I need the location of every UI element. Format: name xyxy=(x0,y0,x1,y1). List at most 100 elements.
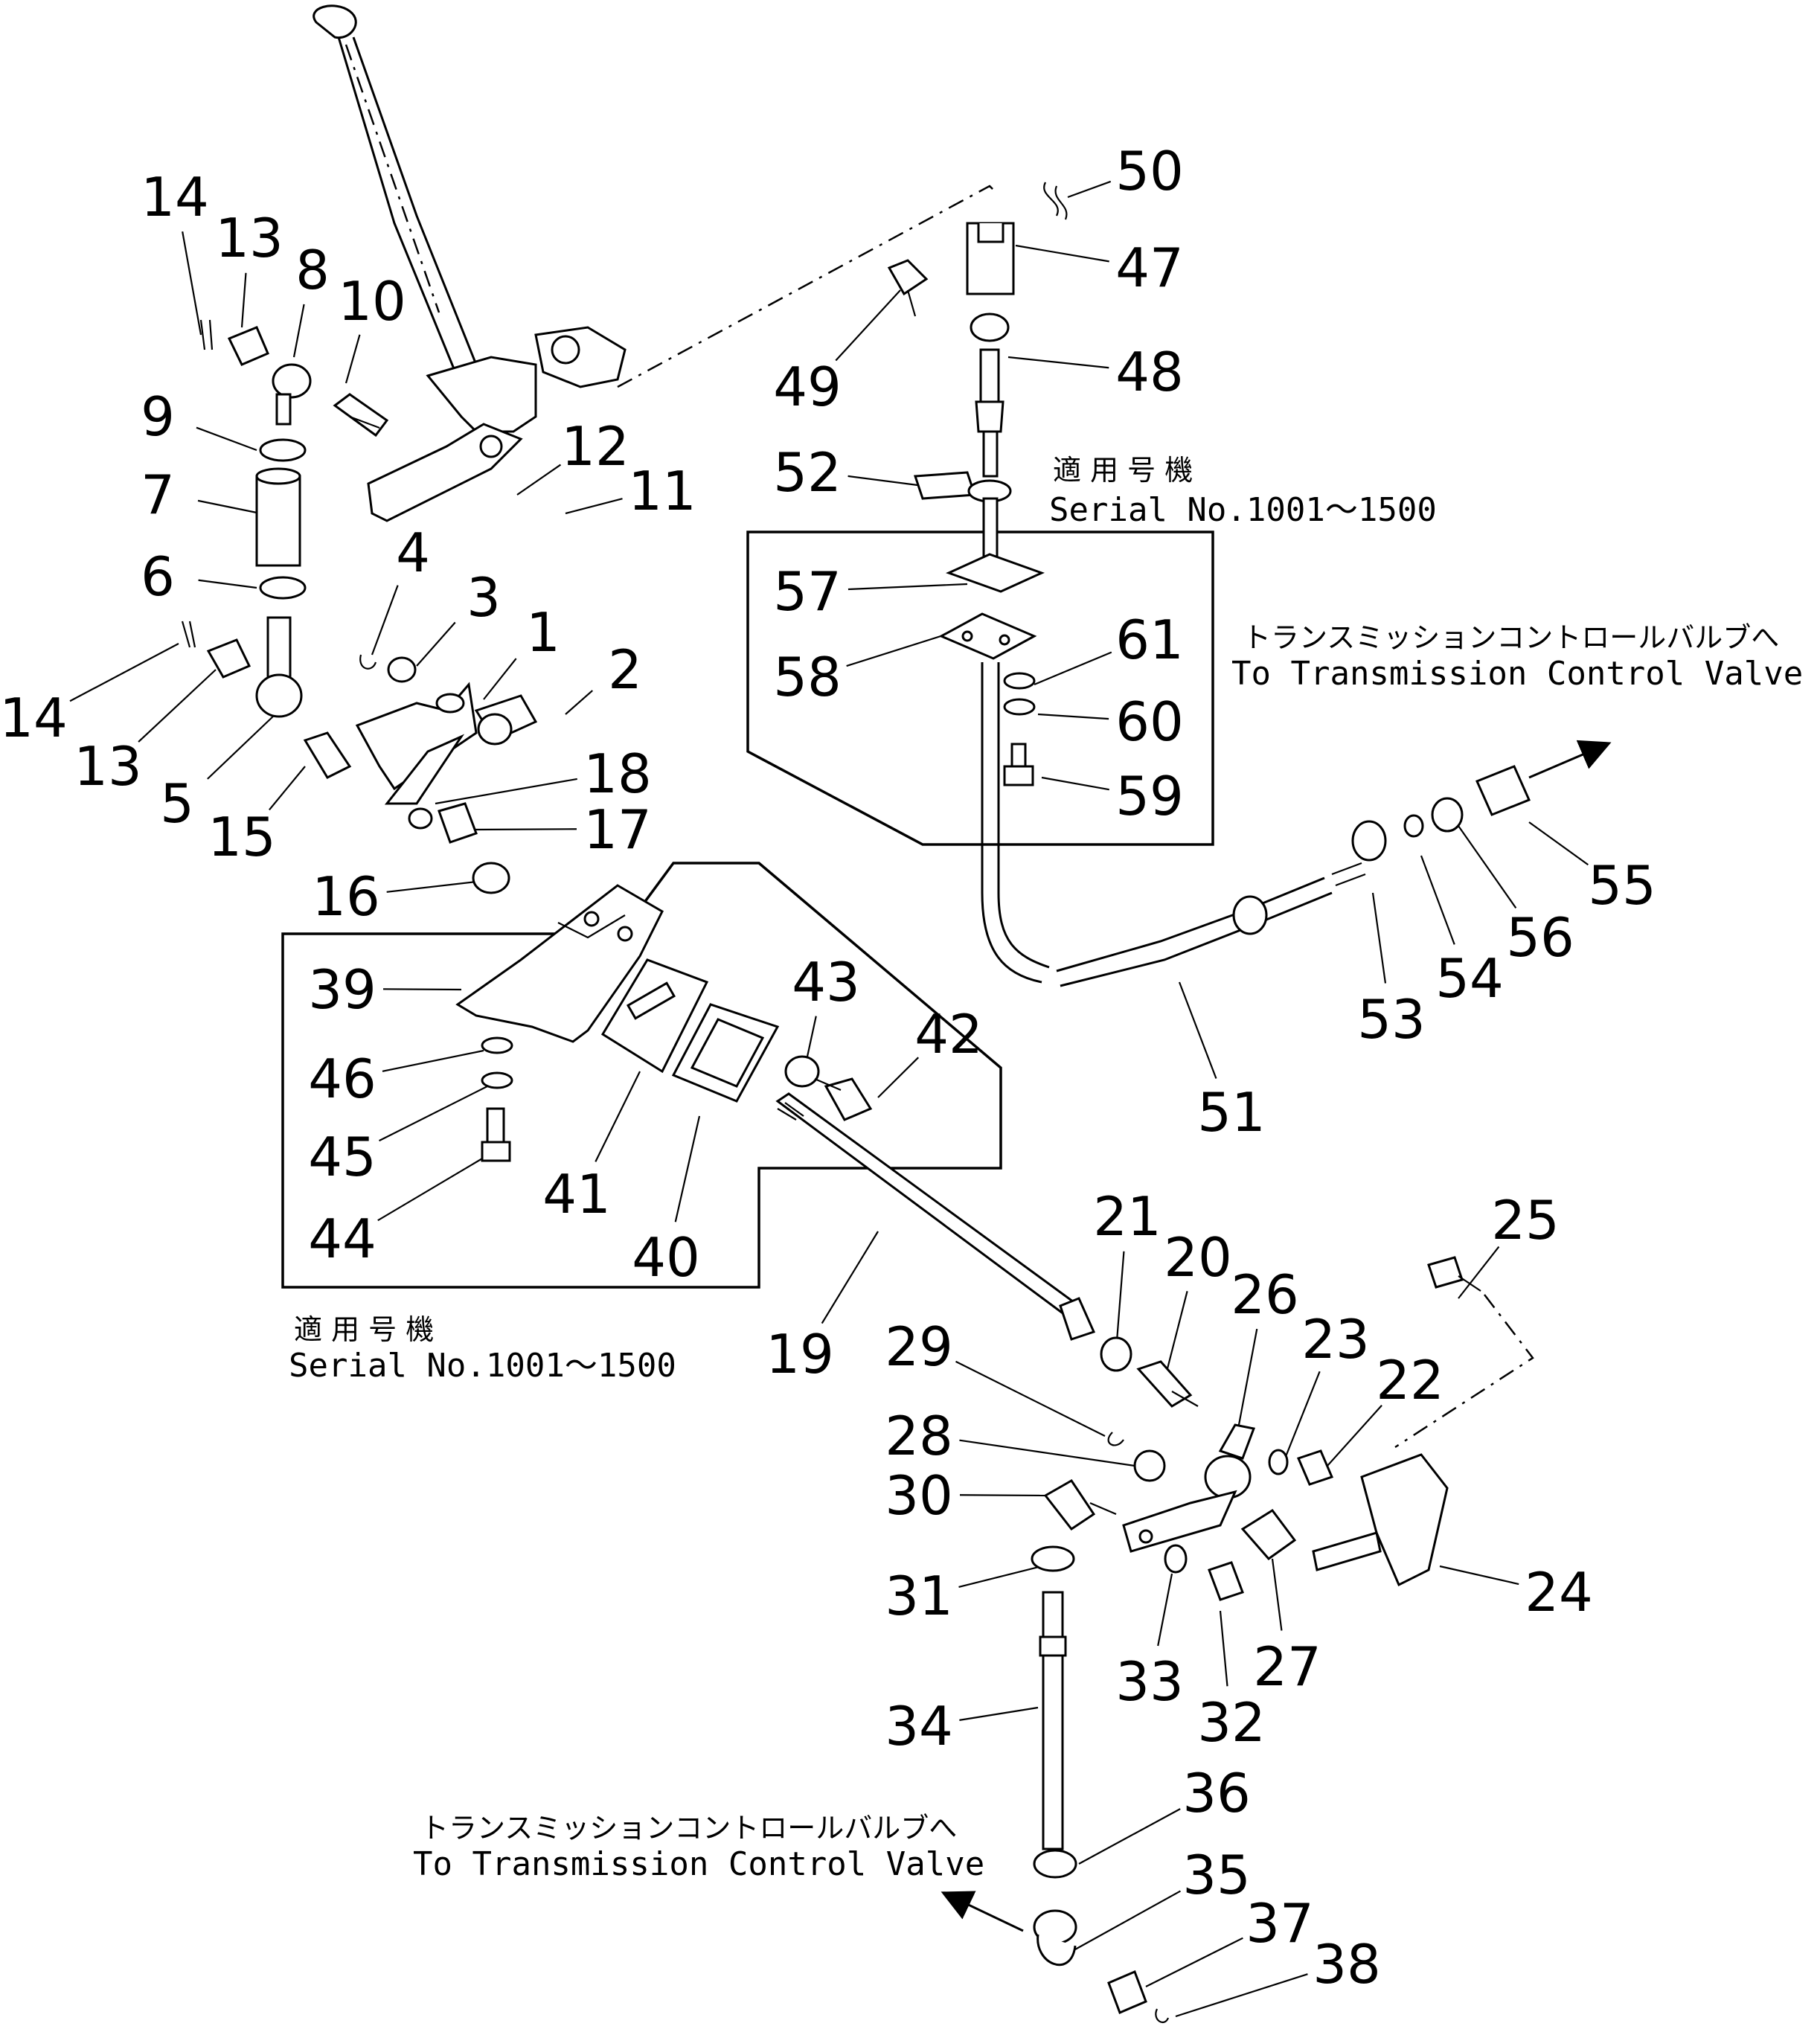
leader-p24 xyxy=(1439,1565,1519,1586)
callout-p9: 9 xyxy=(141,385,175,448)
callout-p59: 59 xyxy=(1115,765,1184,827)
callout-p39: 39 xyxy=(308,958,377,1021)
leader-p47 xyxy=(1015,244,1109,263)
callout-p58: 58 xyxy=(773,646,842,708)
leader-p56 xyxy=(1458,825,1517,909)
leader-p11 xyxy=(565,498,623,515)
callout-p55: 55 xyxy=(1588,854,1656,917)
leader-p40 xyxy=(674,1115,701,1222)
callout-p45: 45 xyxy=(308,1126,377,1188)
leader-p30 xyxy=(959,1494,1046,1497)
leader-p31 xyxy=(958,1565,1042,1589)
callout-p56: 56 xyxy=(1506,906,1574,969)
callout-p44: 44 xyxy=(308,1208,377,1270)
callout-p50: 50 xyxy=(1115,140,1184,202)
callout-p41: 41 xyxy=(542,1163,611,1225)
rod-19 xyxy=(775,1092,1096,1341)
leader-p8 xyxy=(292,304,305,358)
leader-p14a xyxy=(182,231,202,336)
callout-p42: 42 xyxy=(914,1003,983,1065)
callout-p7: 7 xyxy=(141,464,175,526)
callout-p49: 49 xyxy=(773,356,842,418)
cover-plate-parts xyxy=(455,884,873,1162)
callout-p4: 4 xyxy=(396,522,430,584)
cable-head-parts xyxy=(887,182,1068,786)
callout-p11: 11 xyxy=(628,460,696,522)
leader-p53 xyxy=(1371,892,1387,984)
leader-p49 xyxy=(835,289,901,362)
leader-p26 xyxy=(1237,1328,1258,1426)
callout-p10: 10 xyxy=(338,270,406,333)
leader-p6 xyxy=(198,579,257,589)
callout-p38: 38 xyxy=(1313,1933,1381,1996)
callout-p24: 24 xyxy=(1525,1561,1593,1624)
leader-p27 xyxy=(1271,1558,1283,1631)
leader-lines xyxy=(69,180,1589,2018)
leader-p1 xyxy=(483,658,517,700)
leader-p10 xyxy=(345,334,361,384)
leader-p18 xyxy=(435,778,577,805)
leader-p57 xyxy=(847,583,968,591)
callout-p27: 27 xyxy=(1253,1635,1321,1698)
callout-p26: 26 xyxy=(1231,1263,1299,1326)
leader-p5 xyxy=(207,714,276,780)
leader-p3 xyxy=(416,621,456,667)
leader-p17 xyxy=(468,828,577,831)
note-serial-left-jp: 適 用 号 機 xyxy=(294,1313,434,1346)
lower-linkage-parts xyxy=(941,1256,1534,2023)
leader-p15 xyxy=(269,766,306,811)
callout-p2: 2 xyxy=(608,638,642,701)
callout-p36: 36 xyxy=(1182,1762,1251,1824)
note-serial-left: Serial No.1001〜1500 xyxy=(289,1347,676,1385)
callout-p47: 47 xyxy=(1115,237,1184,299)
callout-p57: 57 xyxy=(773,560,842,623)
leader-p14b xyxy=(69,643,179,702)
callout-p52: 52 xyxy=(773,441,842,504)
serial-box-top xyxy=(746,531,1214,846)
leader-p33 xyxy=(1157,1573,1173,1647)
leader-p37 xyxy=(1145,1937,1243,1987)
leader-p13a xyxy=(240,272,247,328)
note-dest-bottom-jp: トランスミッションコントロールバルブへ xyxy=(420,1812,957,1844)
leader-p41 xyxy=(595,1071,641,1162)
callout-p30: 30 xyxy=(885,1464,953,1527)
leader-p28 xyxy=(959,1439,1135,1467)
callout-p1: 1 xyxy=(526,601,560,664)
leader-p59 xyxy=(1041,776,1109,791)
leader-p2 xyxy=(565,690,593,715)
leader-p12 xyxy=(516,464,562,496)
callout-p48: 48 xyxy=(1115,341,1184,403)
callout-p35: 35 xyxy=(1182,1844,1251,1906)
callout-p54: 54 xyxy=(1435,947,1504,1010)
callout-p53: 53 xyxy=(1357,988,1426,1051)
callout-p23: 23 xyxy=(1301,1308,1370,1371)
callout-p28: 28 xyxy=(885,1405,953,1467)
center-linkage-parts xyxy=(303,654,538,894)
leader-p60 xyxy=(1037,713,1109,720)
callout-p14b: 14 xyxy=(0,687,68,749)
callout-p37: 37 xyxy=(1246,1892,1314,1955)
leader-p55 xyxy=(1528,821,1589,866)
leader-p4 xyxy=(371,585,399,656)
leader-p9 xyxy=(196,426,257,452)
callout-p40: 40 xyxy=(632,1226,700,1289)
note-dest-right: To Transmission Control Valve xyxy=(1231,655,1803,693)
callout-p46: 46 xyxy=(308,1048,377,1110)
callout-p13b: 13 xyxy=(74,735,142,798)
leader-p44 xyxy=(377,1153,492,1222)
leader-p61 xyxy=(1034,651,1112,686)
leader-p50 xyxy=(1067,180,1112,199)
leader-p23 xyxy=(1282,1371,1321,1463)
callout-p17: 17 xyxy=(583,798,652,861)
callout-p25: 25 xyxy=(1491,1189,1560,1251)
callout-p22: 22 xyxy=(1376,1349,1444,1411)
note-serial-top: Serial No.1001〜1500 xyxy=(1049,491,1437,529)
serial-box-left xyxy=(281,862,1002,1289)
leader-p51 xyxy=(1178,981,1217,1079)
callout-p20: 20 xyxy=(1164,1226,1232,1289)
leader-p7 xyxy=(197,499,261,515)
callout-p43: 43 xyxy=(792,951,860,1013)
leader-p45 xyxy=(379,1086,488,1142)
